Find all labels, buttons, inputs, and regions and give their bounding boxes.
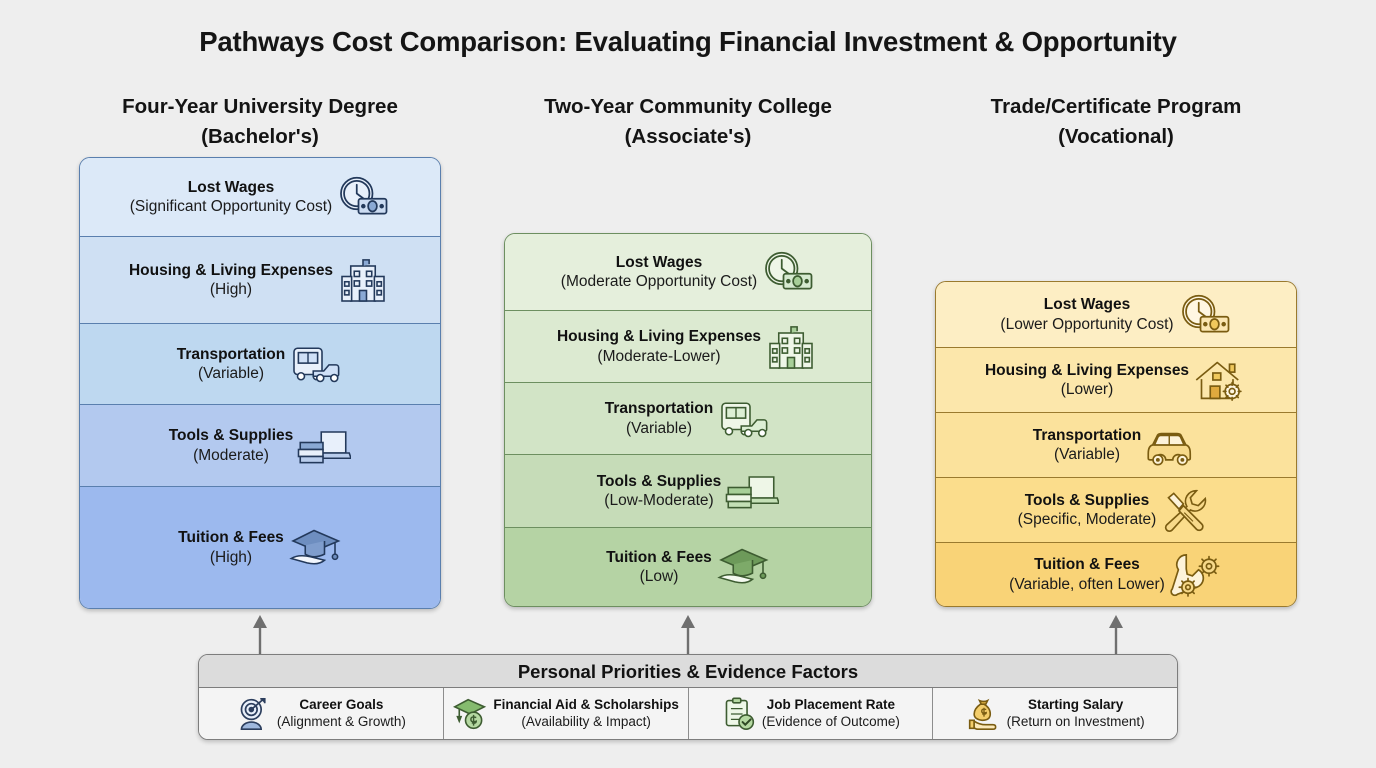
cost-stack-trade-program: Lost Wages (Lower Opportunity Cost) [935,281,1297,607]
cost-band-detail: (Variable) [1053,446,1121,463]
cost-band-detail: (Significant Opportunity Cost) [129,198,333,215]
money-bag-hand-icon [966,697,1002,731]
connector-arrow-community-college [680,613,696,657]
footer-item-label: Starting Salary [1027,697,1124,713]
cost-band-housing-university[interactable]: Housing & Living Expenses (High) [80,236,440,323]
cost-band-detail: (Lower Opportunity Cost) [1000,315,1174,333]
cost-band-label: Lost Wages [1043,296,1131,314]
footer-item-starting-salary[interactable]: Starting Salary (Return on Investment) [933,688,1177,739]
cost-band-tuition-community[interactable]: Tuition & Fees (Low) [505,527,871,606]
cost-band-housing-trade[interactable]: Housing & Living Expenses (Lower) [936,347,1296,412]
clock-money-icon [759,247,815,297]
clock-money-icon [1176,290,1232,340]
cost-band-lost-wages-trade[interactable]: Lost Wages (Lower Opportunity Cost) [936,282,1296,347]
column-header-trade-sub: (Vocational) [1058,124,1174,148]
connector-arrow-university [252,613,268,657]
cost-band-label: Tuition & Fees [178,529,284,547]
house-gear-icon [1191,355,1247,405]
cost-band-detail: (Variable) [197,365,265,382]
books-laptop-icon [723,466,780,516]
cost-band-detail: (Moderate-Lower) [597,347,721,365]
cost-band-lost-wages-university[interactable]: Lost Wages (Significant Opportunity Cost… [80,158,440,236]
target-audience-icon [236,697,272,731]
cost-band-label: Housing & Living Expenses [128,261,334,279]
cost-band-detail: (Variable, often Lower) [1009,575,1165,593]
cost-band-tuition-university[interactable]: Tuition & Fees (High) [80,486,440,608]
cost-band-transportation-community[interactable]: Transportation (Variable) [505,382,871,454]
bus-car-icon [715,394,771,444]
page-title: Pathways Cost Comparison: Evaluating Fin… [199,26,1177,57]
cost-band-transportation-university[interactable]: Transportation (Variable) [80,323,440,404]
cost-band-detail: (Low-Moderate) [604,492,714,509]
footer-items: Career Goals (Alignment & Growth) Financ… [199,688,1177,739]
column-header-trade-label: Trade/Certificate Program [990,95,1242,118]
cost-band-detail: (High) [209,548,253,566]
cost-band-detail: (Lower) [1060,381,1114,398]
cost-band-tools-university[interactable]: Tools & Supplies (Moderate) [80,404,440,486]
cost-band-label: Housing & Living Expenses [556,328,762,346]
cost-band-label: Transportation [1032,426,1142,444]
cost-band-label: Lost Wages [187,178,275,196]
wrench-gears-icon [1167,550,1223,600]
graduation-cap-diploma-icon [714,542,770,592]
car-icon [1143,420,1199,470]
column-header-university-sub: (Bachelor's) [201,124,319,148]
footer-title: Personal Priorities & Evidence Factors [199,655,1177,688]
connector-arrow-trade [1108,613,1124,657]
footer-item-label: Financial Aid & Scholarships [493,697,679,713]
column-header-trade: Trade/Certificate Program (Vocational) [935,92,1297,151]
column-header-community-college-sub: (Associate's) [624,124,752,148]
cost-band-transportation-trade[interactable]: Transportation (Variable) [936,412,1296,477]
cost-band-detail: (Low) [639,568,679,585]
footer-item-detail: (Availability & Impact) [521,713,651,729]
footer-item-job-placement[interactable]: Job Placement Rate (Evidence of Outcome) [688,688,934,739]
footer-item-label: Job Placement Rate [766,697,896,713]
footer-item-label: Career Goals [299,697,384,713]
cost-band-tools-trade[interactable]: Tools & Supplies (Specific, Moderate) [936,477,1296,542]
column-header-university: Four-Year University Degree (Bachelor's) [79,92,441,151]
column-header-community-college-label: Two-Year Community College [544,95,832,118]
cost-band-tuition-trade[interactable]: Tuition & Fees (Variable, often Lower) [936,542,1296,606]
cost-band-detail: (Moderate) [193,446,269,464]
footer-panel: Personal Priorities & Evidence Factors C… [198,654,1178,740]
wrench-screwdriver-icon [1158,485,1214,535]
footer-item-detail: (Return on Investment) [1006,713,1145,729]
cost-band-detail: (Specific, Moderate) [1017,511,1157,528]
bus-car-icon [287,339,343,389]
column-header-university-label: Four-Year University Degree [122,95,398,118]
apartment-building-icon [335,255,391,305]
cost-band-label: Transportation [604,400,714,418]
apartment-building-icon [763,322,819,372]
cost-band-label: Tools & Supplies [168,427,294,445]
cost-band-label: Lost Wages [615,253,703,271]
cost-band-tools-community[interactable]: Tools & Supplies (Low-Moderate) [505,454,871,527]
clock-money-icon [334,172,390,222]
cost-band-detail: (Variable) [625,419,693,437]
cost-band-detail: (Moderate Opportunity Cost) [560,273,758,290]
footer-item-financial-aid[interactable]: Financial Aid & Scholarships (Availabili… [443,688,689,739]
cost-band-label: Tools & Supplies [596,472,722,490]
cost-band-label: Tools & Supplies [1024,491,1150,509]
cost-band-housing-community[interactable]: Housing & Living Expenses (Moderate-Lowe… [505,310,871,382]
books-laptop-icon [295,421,352,471]
clipboard-check-icon [721,697,757,731]
cost-band-detail: (High) [209,281,253,298]
footer-item-detail: (Evidence of Outcome) [761,713,900,729]
footer-item-career-goals[interactable]: Career Goals (Alignment & Growth) [199,688,444,739]
cost-band-label: Tuition & Fees [606,548,712,566]
cost-band-label: Transportation [176,345,286,363]
graduation-cap-diploma-icon [286,523,342,573]
cost-stack-community-college: Lost Wages (Moderate Opportunity Cost) [504,233,872,607]
cost-band-label: Housing & Living Expenses [984,361,1190,379]
column-header-community-college: Two-Year Community College (Associate's) [504,92,872,151]
cost-stack-university: Lost Wages (Significant Opportunity Cost… [79,157,441,609]
grad-cap-dollar-icon [452,697,488,731]
footer-item-detail: (Alignment & Growth) [276,713,406,729]
cost-band-label: Tuition & Fees [1034,556,1140,574]
cost-band-lost-wages-community[interactable]: Lost Wages (Moderate Opportunity Cost) [505,234,871,310]
